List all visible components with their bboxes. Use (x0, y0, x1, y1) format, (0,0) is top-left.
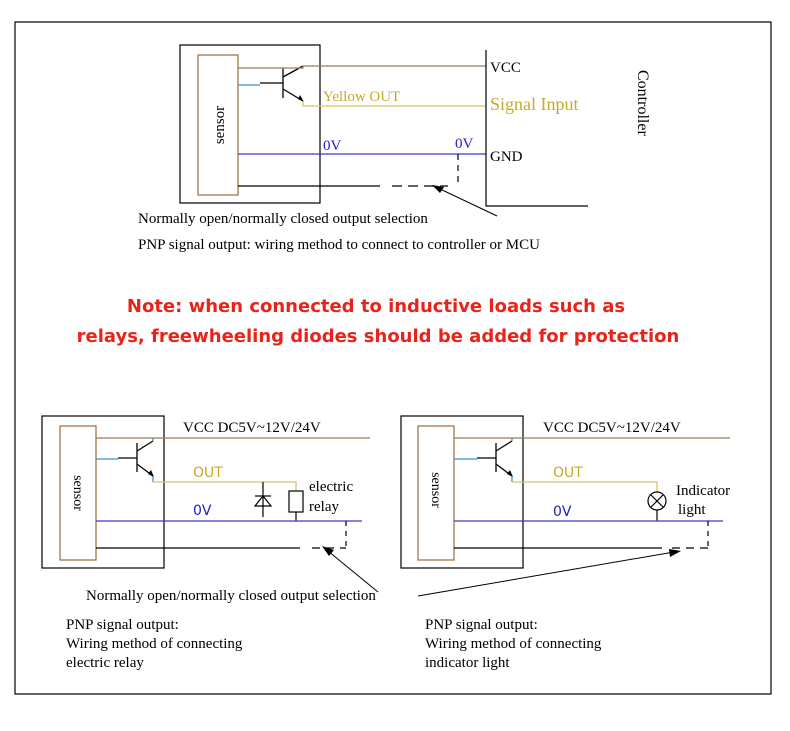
relay-label-2: relay (309, 499, 339, 515)
bottom-arrow-left-line (327, 550, 379, 593)
top-transistor-icon (260, 65, 304, 102)
relay-circuit: sensor VCC DC5V~12V/24V OUT electric rel… (41, 415, 370, 569)
top-out-wire (302, 101, 486, 107)
light-sensor-label: sensor (428, 472, 443, 508)
relay-caption-3: electric relay (66, 655, 144, 671)
freewheeling-diode-icon (253, 491, 273, 517)
relay-out-label: OUT (193, 465, 223, 481)
bottom-arrow-right-line (417, 551, 675, 597)
relay-vcc-label: VCC DC5V~12V/24V (183, 420, 321, 436)
relay-label-1: electric (309, 479, 353, 495)
relay-sensor-box (59, 425, 97, 561)
light-zero-v-label: 0V (553, 504, 572, 520)
top-vcc-label: VCC (490, 60, 521, 76)
light-sensor-housing (400, 415, 524, 569)
top-selection-label: Normally open/normally closed output sel… (138, 211, 428, 227)
relay-caption-2: Wiring method of connecting (66, 636, 243, 652)
relay-sensor-housing (41, 415, 165, 569)
top-zero-v-right: 0V (455, 136, 474, 152)
top-caption: PNP signal output: wiring method to conn… (138, 237, 540, 253)
light-transistor-icon (477, 440, 513, 477)
top-selection-arrow-line (437, 187, 498, 217)
top-sensor-box (197, 54, 239, 196)
light-caption-2: Wiring method of connecting (425, 636, 602, 652)
light-caption-1: PNP signal output: (425, 617, 538, 633)
light-out-wire (512, 481, 658, 492)
relay-out-wire (153, 481, 297, 491)
note-line-2: relays, freewheeling diodes should be ad… (77, 326, 680, 347)
top-selection-arrowhead (432, 185, 444, 193)
outer-frame (14, 21, 772, 695)
top-sensor-housing (179, 44, 321, 204)
light-sensor-box (417, 425, 455, 561)
top-out-label: Yellow OUT (323, 89, 400, 105)
top-sensor-label: sensor (212, 106, 228, 144)
light-circuit: sensor VCC DC5V~12V/24V OUT Indicator li… (400, 415, 730, 569)
relay-sensor-label: sensor (70, 475, 85, 511)
light-caption-3: indicator light (425, 655, 510, 671)
relay-coil-icon (288, 490, 304, 513)
top-gnd-label: GND (490, 149, 523, 165)
relay-transistor-icon (118, 440, 154, 477)
light-label-2: light (678, 502, 706, 518)
relay-zero-v-label: 0V (193, 503, 212, 519)
light-out-label: OUT (553, 465, 583, 481)
light-label-1: Indicator (676, 483, 730, 499)
top-vcc-wire (238, 65, 486, 69)
top-controller-label: Controller (634, 70, 651, 136)
note-line-1: Note: when connected to inductive loads … (127, 296, 625, 317)
top-signal-input-label: Signal Input (490, 94, 579, 114)
bottom-arrowhead-left (322, 546, 334, 556)
indicator-light-icon (647, 491, 667, 521)
light-vcc-label: VCC DC5V~12V/24V (543, 420, 681, 436)
top-controller-bracket (485, 50, 588, 207)
top-zero-v-left: 0V (323, 138, 342, 154)
bottom-selection-label: Normally open/normally closed output sel… (86, 588, 376, 604)
relay-caption-1: PNP signal output: (66, 617, 179, 633)
top-circuit: sensor VCC Yellow OUT Signal Input 0V 0V… (138, 44, 651, 253)
bottom-arrowhead-right (669, 549, 681, 557)
